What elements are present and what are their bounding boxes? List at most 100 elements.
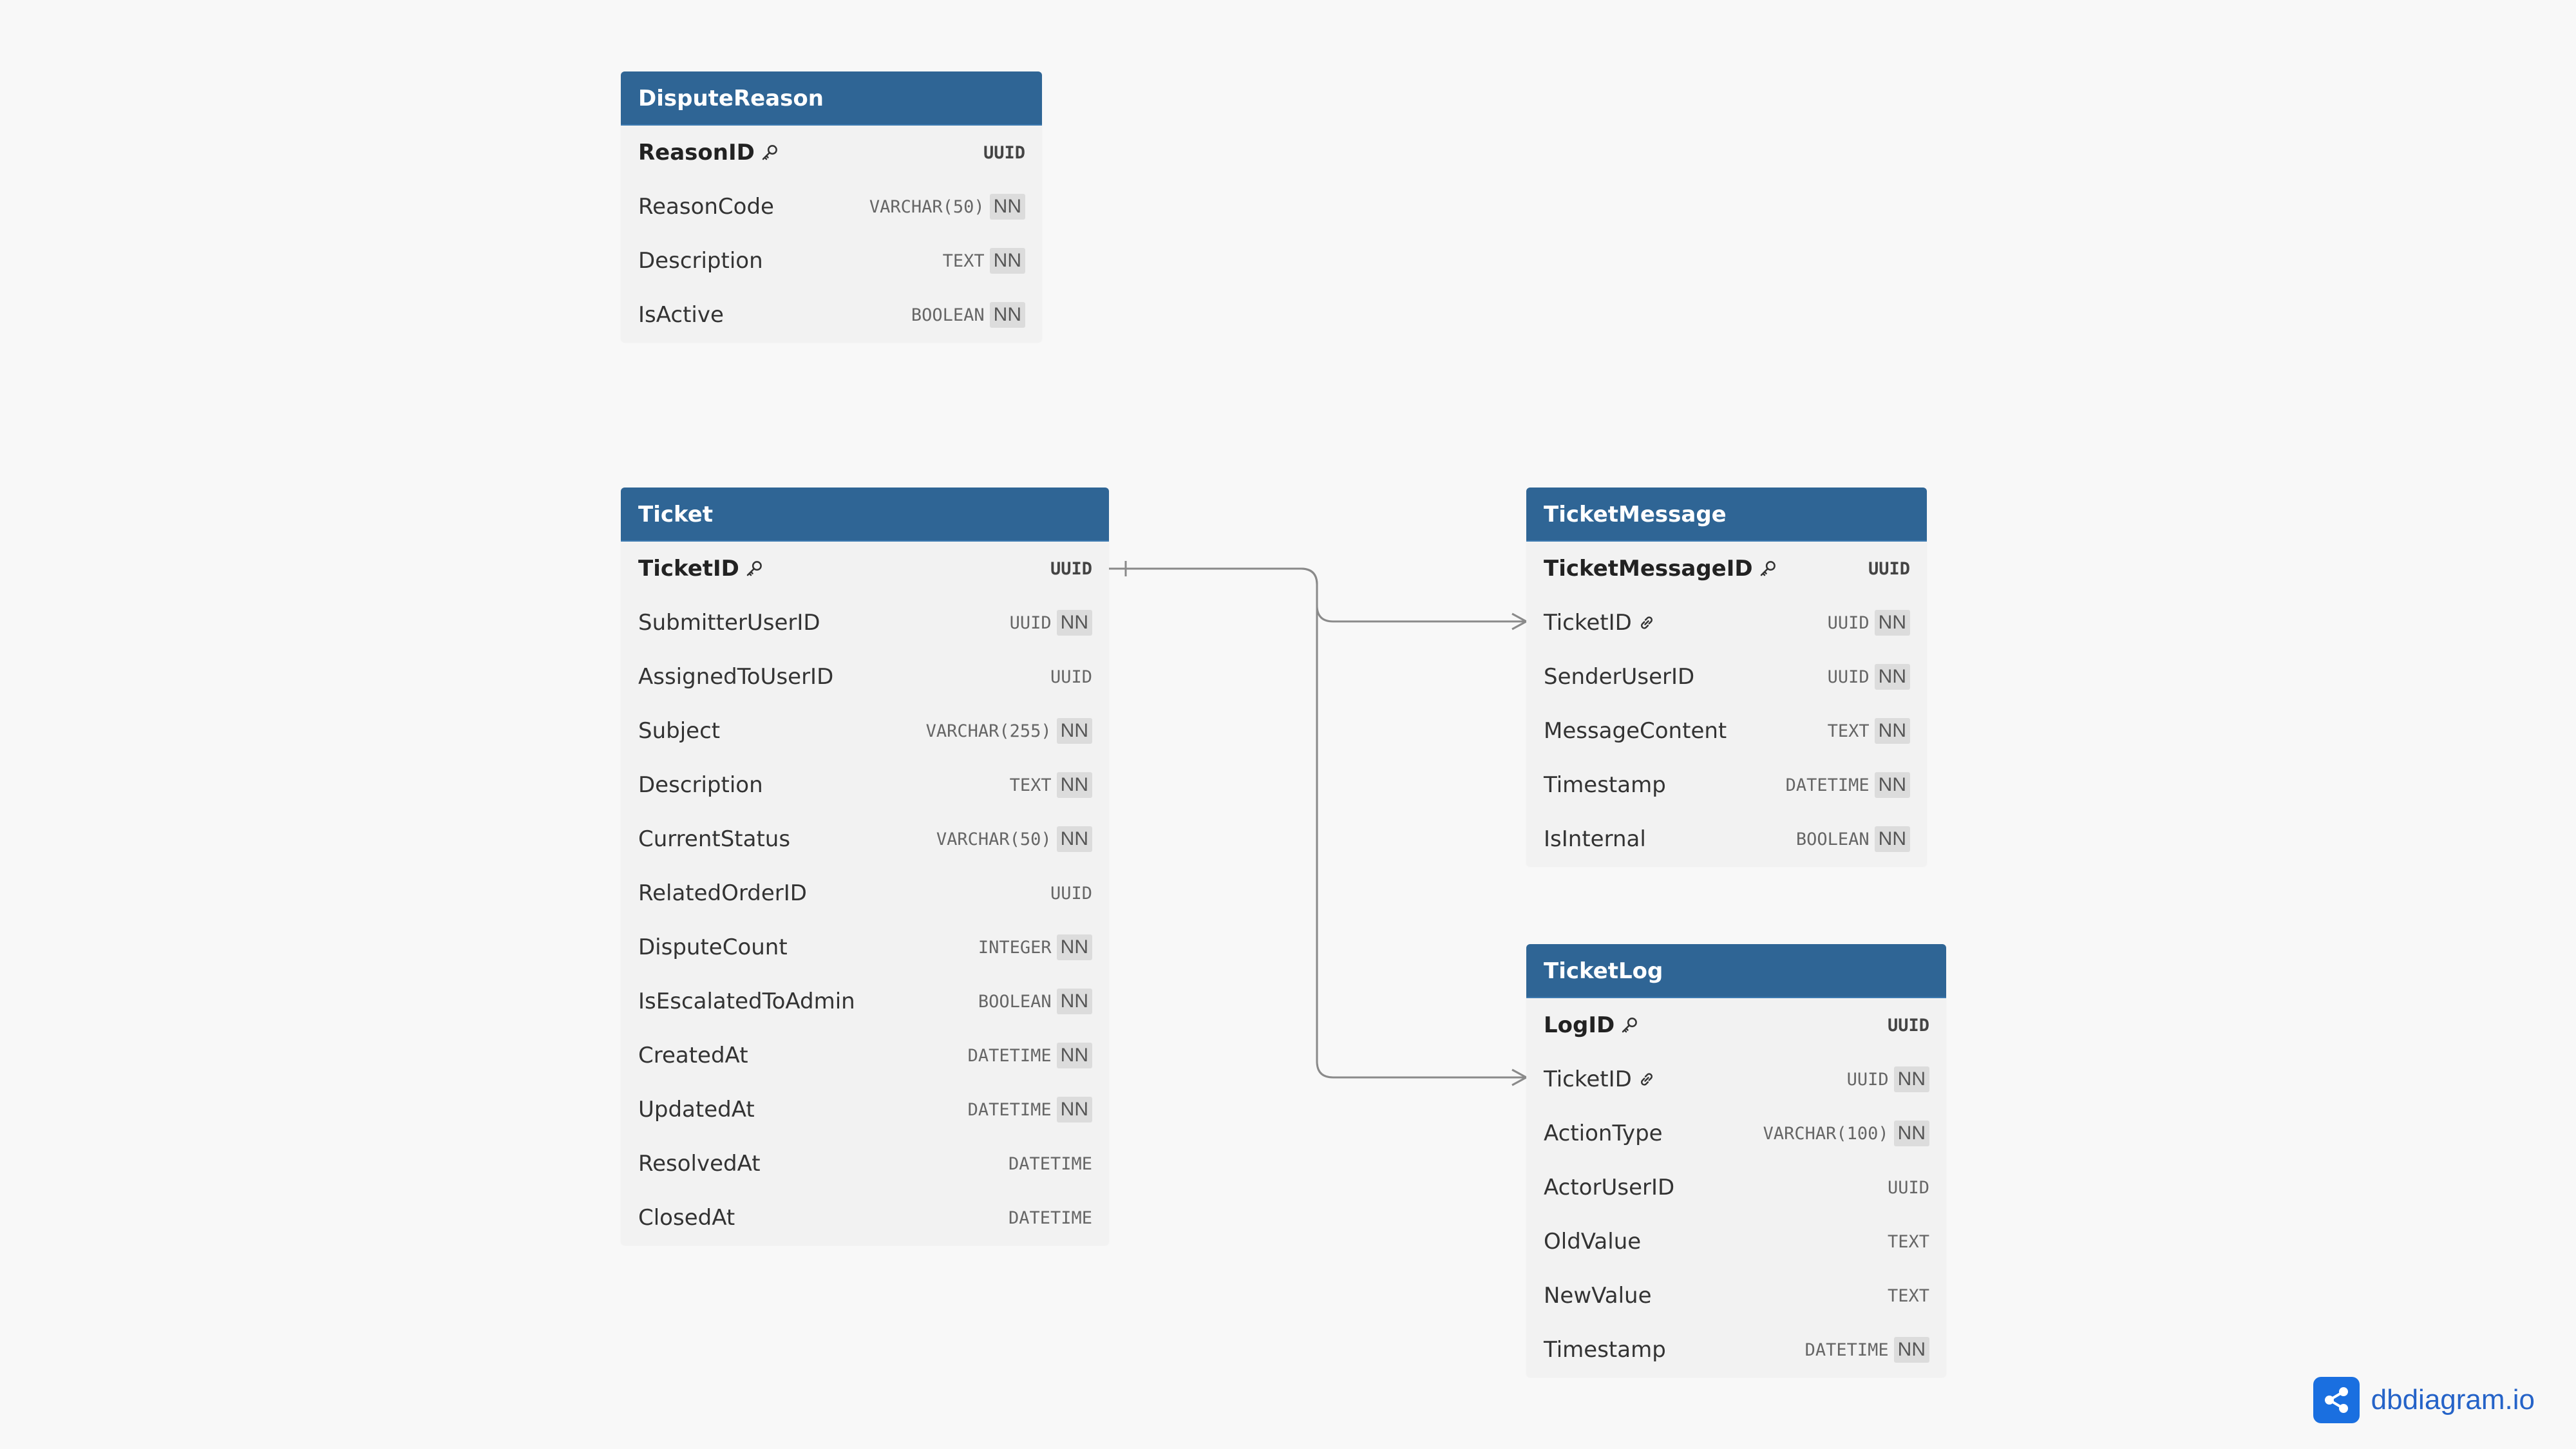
brand-logo[interactable]: dbdiagram.io [2313, 1377, 2535, 1423]
field-type: UUID [1050, 883, 1092, 904]
key-icon [744, 559, 764, 578]
field-name: AssignedToUserID [638, 664, 834, 690]
field-name: ClosedAt [638, 1205, 735, 1231]
field-name: ActionType [1544, 1121, 1663, 1146]
field-name: CurrentStatus [638, 826, 791, 852]
field-type: DATETIME [1008, 1208, 1092, 1228]
not-null-badge: NN [1056, 826, 1092, 852]
not-null-badge: NN [989, 302, 1025, 328]
table-header[interactable]: Ticket [621, 488, 1109, 542]
field-type: BOOLEAN [911, 305, 985, 325]
not-null-badge: NN [989, 194, 1025, 220]
brand-name: dbdiagram.io [2371, 1384, 2535, 1416]
field-type: DATETIME [1785, 775, 1870, 795]
field-row[interactable]: TicketMessageID UUID [1526, 542, 1927, 596]
field-name: MessageContent [1544, 718, 1727, 744]
field-row[interactable]: ClosedAt DATETIME [621, 1191, 1109, 1245]
field-type: TEXT [1827, 721, 1870, 741]
field-name: ActorUserID [1544, 1175, 1675, 1200]
field-type: VARCHAR(255) [925, 721, 1052, 741]
not-null-badge: NN [989, 248, 1025, 274]
field-type: VARCHAR(50) [936, 829, 1052, 849]
field-type: TEXT [1009, 775, 1052, 795]
not-null-badge: NN [1893, 1337, 1929, 1363]
field-name: Description [638, 248, 763, 274]
field-type: VARCHAR(100) [1763, 1123, 1889, 1144]
not-null-badge: NN [1056, 989, 1092, 1014]
many-marker [1511, 612, 1527, 630]
field-type: UUID [1887, 1015, 1929, 1036]
field-name: Timestamp [1544, 1337, 1666, 1363]
field-name: Timestamp [1544, 772, 1666, 798]
not-null-badge: NN [1056, 610, 1092, 636]
field-row[interactable]: CurrentStatus VARCHAR(50)NN [621, 812, 1109, 866]
field-row[interactable]: ReasonCode VARCHAR(50)NN [621, 180, 1042, 234]
field-row[interactable]: ActionType VARCHAR(100)NN [1526, 1106, 1946, 1160]
field-row[interactable]: ActorUserID UUID [1526, 1160, 1946, 1215]
field-name: TicketMessageID [1544, 556, 1753, 582]
not-null-badge: NN [1893, 1121, 1929, 1146]
not-null-badge: NN [1893, 1066, 1929, 1092]
field-name: Subject [638, 718, 721, 744]
not-null-badge: NN [1874, 826, 1910, 852]
field-name: ReasonCode [638, 194, 774, 220]
not-null-badge: NN [1056, 1043, 1092, 1068]
field-type: UUID [1868, 558, 1910, 579]
table-header[interactable]: TicketMessage [1526, 488, 1927, 542]
field-name: IsInternal [1544, 826, 1646, 852]
field-type: BOOLEAN [1795, 829, 1870, 849]
field-name: ReasonID [638, 140, 755, 166]
field-type: VARCHAR(50) [869, 196, 985, 217]
field-type: INTEGER [978, 937, 1052, 958]
not-null-badge: NN [1056, 772, 1092, 798]
field-type: DATETIME [1008, 1153, 1092, 1174]
field-name: DisputeCount [638, 934, 788, 960]
field-type: UUID [1887, 1177, 1929, 1198]
not-null-badge: NN [1056, 934, 1092, 960]
field-row[interactable]: LogID UUID [1526, 998, 1946, 1052]
key-icon [1620, 1016, 1639, 1035]
not-null-badge: NN [1874, 718, 1910, 744]
relationship-ticket-ticketlog[interactable] [1109, 567, 1527, 1086]
table-header[interactable]: DisputeReason [621, 71, 1042, 126]
key-icon [760, 143, 779, 162]
key-icon [1758, 559, 1777, 578]
field-name: LogID [1544, 1012, 1615, 1038]
field-name: SubmitterUserID [638, 610, 820, 636]
field-type: DATETIME [1804, 1340, 1889, 1360]
field-type: DATETIME [967, 1099, 1052, 1120]
table-header[interactable]: TicketLog [1526, 944, 1946, 998]
not-null-badge: NN [1874, 664, 1910, 690]
field-type: UUID [1846, 1069, 1889, 1090]
not-null-badge: NN [1874, 772, 1910, 798]
field-name: SenderUserID [1544, 664, 1695, 690]
